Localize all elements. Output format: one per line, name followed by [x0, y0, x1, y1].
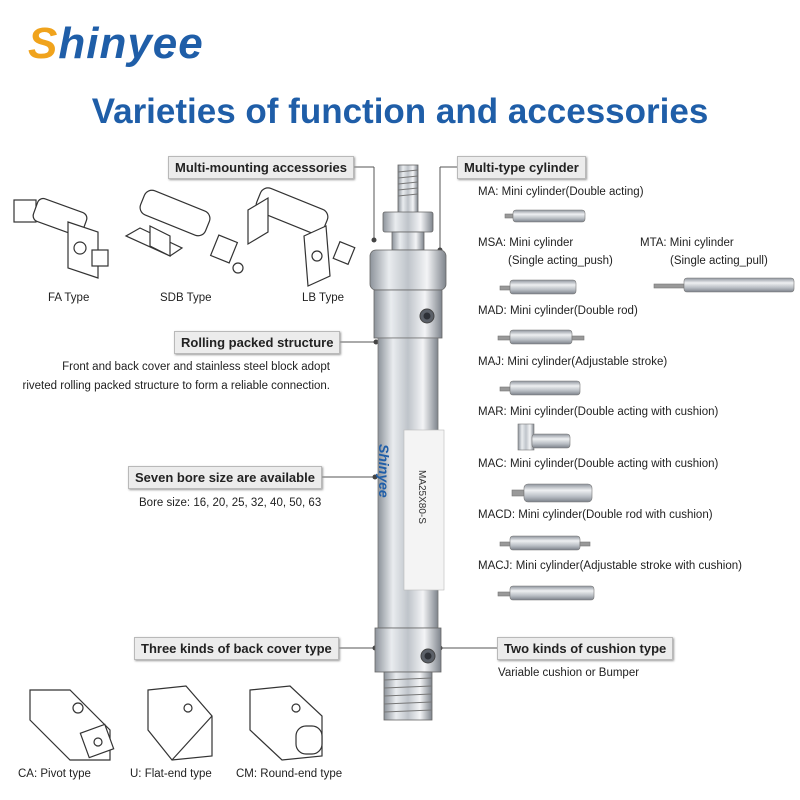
label-sdb-type: SDB Type — [160, 292, 212, 304]
tag-bore-size: Seven bore size are available — [128, 466, 322, 489]
item-msa: MSA: Mini cylinder — [478, 237, 574, 249]
mounting-drawings — [13, 187, 356, 287]
label-round-end-type: CM: Round-end type — [236, 768, 343, 780]
cylinder-model-label: MA25X80-S — [416, 470, 427, 524]
label-fa-type: FA Type — [48, 292, 90, 304]
round-end-type-drawing — [249, 685, 323, 761]
thumb-macd — [499, 535, 591, 551]
brand-logo: Shinyee — [28, 22, 204, 66]
page-title: Varieties of function and accessories — [91, 92, 709, 131]
thumb-mar — [517, 423, 571, 451]
item-macj: MACJ: Mini cylinder(Adjustable stroke wi… — [478, 560, 742, 572]
thumb-ma — [504, 209, 586, 223]
thumb-mad — [497, 329, 585, 345]
logo-rest: hinyee — [58, 19, 204, 68]
label-flat-end-type: U: Flat-end type — [130, 768, 212, 780]
label-lb-type: LB Type — [302, 292, 344, 304]
thumb-mta — [653, 277, 795, 293]
pivot-type-drawing — [29, 689, 115, 761]
item-mac: MAC: Mini cylinder(Double acting with cu… — [478, 458, 719, 470]
item-maj: MAJ: Mini cylinder(Adjustable stroke) — [478, 356, 668, 368]
item-mta: MTA: Mini cylinder — [640, 237, 734, 249]
rolling-desc-line1: Front and back cover and stainless steel… — [62, 361, 330, 373]
item-mta-sub: (Single acting_pull) — [670, 255, 768, 267]
item-msa-sub: (Single acting_push) — [508, 255, 613, 267]
thumb-mac — [511, 483, 593, 503]
rolling-desc-line2: riveted rolling packed structure to form… — [22, 380, 330, 392]
sdb-mount-drawing — [124, 189, 244, 274]
tag-back-cover: Three kinds of back cover type — [134, 637, 339, 660]
back-cover-drawings — [29, 685, 323, 761]
thumb-macj — [497, 585, 595, 601]
logo-initial: S — [28, 19, 59, 68]
main-cylinder — [369, 164, 447, 721]
item-mad: MAD: Mini cylinder(Double rod) — [478, 305, 638, 317]
thumb-msa — [499, 279, 577, 295]
item-ma: MA: Mini cylinder(Double acting) — [478, 186, 644, 198]
fa-mount-drawing — [13, 197, 109, 279]
item-macd: MACD: Mini cylinder(Double rod with cush… — [478, 509, 713, 521]
cylinder-brand-label: Shinyee — [376, 444, 392, 498]
cushion-description: Variable cushion or Bumper — [498, 667, 640, 679]
thumb-maj — [499, 380, 581, 396]
tag-rolling-packed: Rolling packed structure — [174, 331, 341, 354]
tag-multi-type-cylinder: Multi-type cylinder — [457, 156, 586, 179]
tag-cushion-type: Two kinds of cushion type — [497, 637, 674, 660]
item-mar: MAR: Mini cylinder(Double acting with cu… — [478, 406, 719, 418]
flat-end-type-drawing — [147, 685, 213, 761]
lb-mount-drawing — [247, 187, 356, 287]
rolling-description: Front and back cover and stainless steel… — [0, 358, 330, 396]
bore-size-description: Bore size: 16, 20, 25, 32, 40, 50, 63 — [139, 497, 322, 509]
mini-cylinder-thumbnails — [497, 209, 795, 601]
tag-multi-mounting: Multi-mounting accessories — [168, 156, 354, 179]
label-pivot-type: CA: Pivot type — [18, 768, 91, 780]
